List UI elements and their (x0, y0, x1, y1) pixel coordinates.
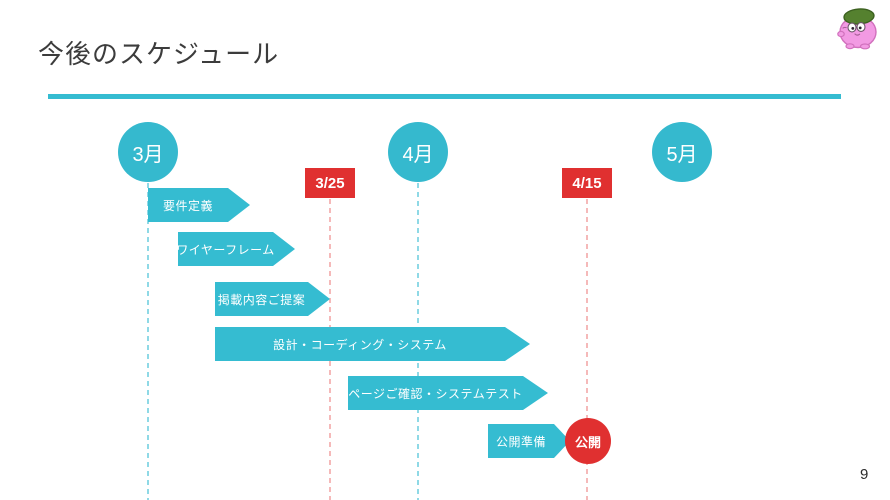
task-label-wireframe: ワイヤーフレーム (176, 242, 275, 257)
title-underline (48, 94, 841, 99)
task-label-requirements: 要件定義 (162, 198, 213, 213)
date-label-3-25: 3/25 (315, 174, 345, 192)
task-label-release-prep: 公開準備 (495, 434, 546, 449)
month-circle-may: 5月 (652, 122, 712, 182)
slide-title: 今後のスケジュール (38, 39, 280, 69)
month-circle-april: 4月 (388, 122, 448, 182)
task-label-page-check-system-test: ページご確認・システムテスト (348, 386, 523, 401)
task-bar-release-prep: 公開準備 (488, 424, 570, 458)
date-label-4-15: 4/15 (572, 174, 602, 192)
task-bar-page-check-system-test: ページご確認・システムテスト (348, 376, 548, 410)
gridline-march (147, 183, 149, 500)
pink-mascot-logo (837, 8, 877, 50)
month-circle-march: 3月 (118, 122, 178, 182)
page-number: 9 (860, 466, 869, 483)
task-bar-content-proposal: 掲載内容ご提案 (215, 282, 330, 316)
release-milestone-circle: 公開 (565, 418, 611, 464)
task-label-content-proposal: 掲載内容ご提案 (217, 292, 306, 307)
date-badge-3-25: 3/25 (305, 168, 355, 198)
task-bar-design-coding-system: 設計・コーディング・システム (215, 327, 530, 361)
month-label-may: 5月 (666, 143, 698, 166)
task-bar-wireframe: ワイヤーフレーム (178, 232, 295, 266)
month-label-march: 3月 (132, 143, 164, 166)
task-label-design-coding-system: 設計・コーディング・システム (273, 337, 447, 352)
task-bar-requirements: 要件定義 (148, 188, 250, 222)
date-badge-4-15: 4/15 (562, 168, 612, 198)
gridline-4-15 (586, 199, 588, 500)
release-milestone-label: 公開 (574, 434, 601, 450)
month-label-april: 4月 (402, 143, 434, 166)
